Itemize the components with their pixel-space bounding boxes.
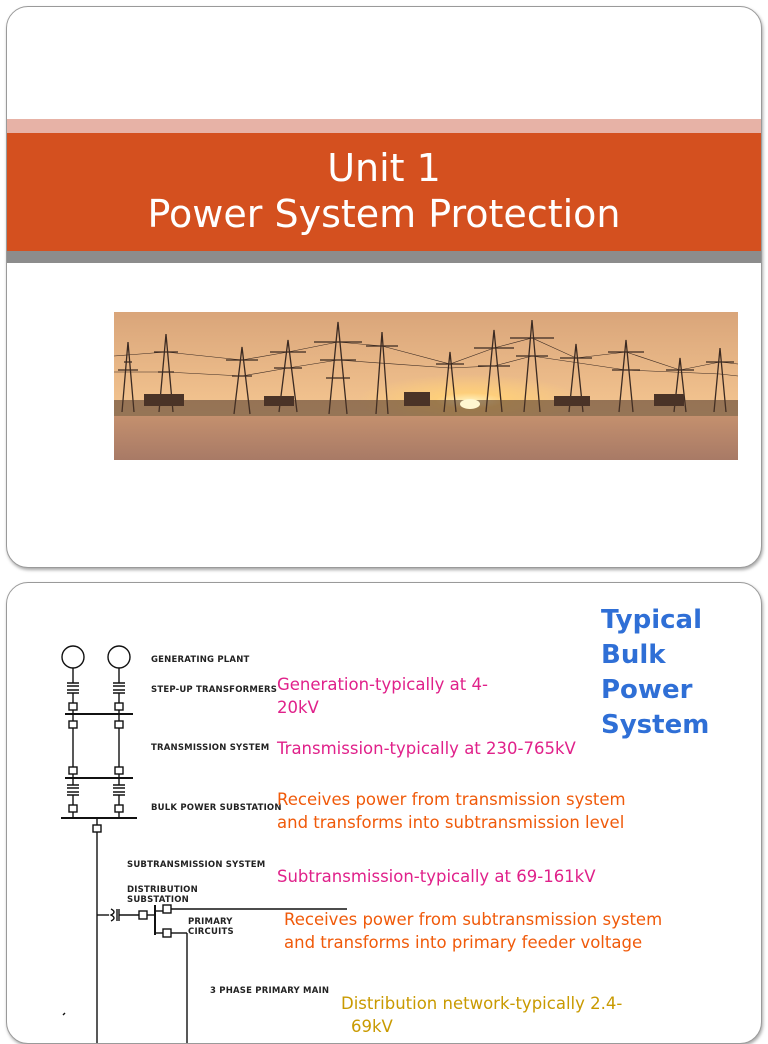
title-bottom-strip: [7, 251, 761, 263]
slide-title-line-2: Power System Protection: [147, 192, 621, 236]
generator-1-symbol: [61, 645, 85, 669]
label-generating-plant: GENERATING PLANT: [151, 655, 250, 665]
heading-line-2: Bulk: [601, 640, 666, 670]
slide-title-line-1: Unit 1: [327, 146, 441, 190]
generator-2-symbol: [107, 645, 131, 669]
note-subtransmission: Subtransmission-typically at 69-161kV: [277, 867, 596, 886]
label-transmission-system: TRANSMISSION SYSTEM: [151, 743, 269, 753]
heading-line-3: Power: [601, 675, 693, 705]
note-distribution-network: Distribution network-typically 2.4- 69kV: [341, 994, 623, 1036]
label-subtransmission-system: SUBTRANSMISSION SYSTEM: [127, 860, 265, 870]
title-band: Unit 1 Power System Protection: [7, 133, 761, 251]
slide-heading: Typical Bulk Power System: [601, 603, 751, 743]
label-3-phase-primary-main: 3 PHASE PRIMARY MAIN: [210, 986, 329, 996]
label-bulk-power-substation: BULK POWER SUBSTATION: [151, 803, 282, 813]
heading-line-1: Typical: [601, 605, 702, 635]
title-slide: Unit 1 Power System Protection: [6, 6, 762, 568]
title-top-strip: [7, 119, 761, 133]
note-distribution-substation: Receives power from subtransmission syst…: [284, 910, 663, 952]
bulk-power-system-slide: Typical Bulk Power System: [6, 582, 762, 1044]
heading-line-4: System: [601, 710, 710, 740]
label-circuits: CIRCUITS: [188, 927, 234, 937]
note-generation: Generation-typically at 4- 20kV: [277, 675, 488, 717]
label-substation: SUBSTATION: [127, 895, 189, 905]
note-bulk-substation: Receives power from transmission system …: [277, 790, 626, 832]
one-line-diagram: GENERATING PLANT STEP-UP TRANSFORMERS TR…: [47, 635, 359, 1043]
substation-sunset-photo: [114, 312, 738, 460]
note-transmission: Transmission-typically at 230-765kV: [277, 739, 576, 758]
label-step-up-transformers: STEP-UP TRANSFORMERS: [151, 685, 277, 695]
label-primary: PRIMARY: [188, 917, 233, 927]
label-distribution: DISTRIBUTION: [127, 885, 198, 895]
